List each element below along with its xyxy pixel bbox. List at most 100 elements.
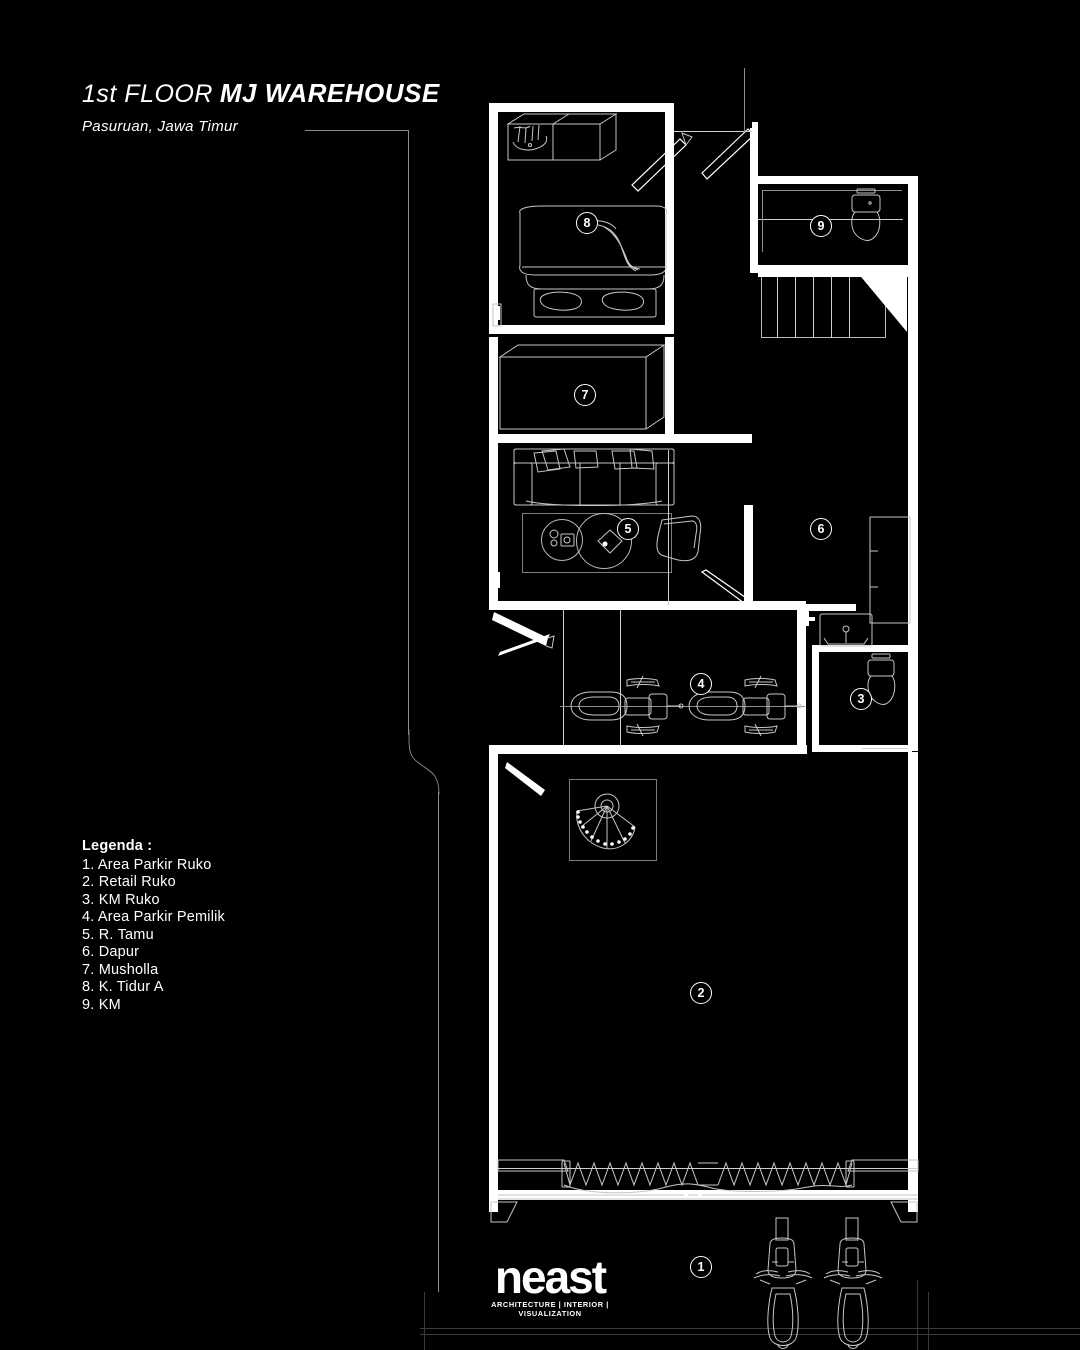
spiral-stair-box [569, 779, 657, 861]
wall-musholla-east-stub [674, 434, 752, 443]
wall-parking-south [489, 745, 807, 754]
wall-musholla-east [665, 337, 674, 435]
km9-side-line [762, 190, 763, 252]
marker-label-4: 4 [697, 677, 705, 691]
motorcycle-front-b [823, 1217, 883, 1349]
marker-label-7: 7 [581, 388, 589, 402]
site-boundary-left-vert [408, 130, 409, 735]
hall-line-vert [744, 68, 745, 132]
title-block: 1st FLOOR MJ WAREHOUSE Pasuruan, Jawa Ti… [82, 78, 440, 135]
door-track-parking [762, 604, 804, 607]
wall-east-outer [908, 176, 918, 751]
logo-tagline: ARCHITECTURE | INTERIOR | VISUALIZATION [491, 1300, 609, 1318]
legend-item-2: 2. Retail Ruko [82, 874, 176, 890]
legend-item-4: 4. Area Parkir Pemilik [82, 909, 225, 925]
wall-west-musholla [489, 337, 498, 609]
wall-bedroom-east-lower [665, 212, 674, 332]
room-marker-2: 2 [690, 982, 712, 1004]
motorcycle-parked-a [570, 675, 684, 737]
wall-living-east [744, 505, 753, 609]
door-bedroom-swing [631, 132, 693, 192]
kitchen-sink [819, 613, 873, 647]
legend-item-7: 7. Musholla [82, 961, 159, 978]
kitchen-cabinet-tall [869, 516, 911, 624]
marker-label-2: 2 [697, 986, 705, 1000]
site-line-bottom-a [420, 1328, 1080, 1329]
bed-king [519, 205, 668, 318]
wall-bedroom-south [489, 325, 674, 334]
wall-km9-north [750, 176, 910, 184]
parking-slot-line [563, 610, 564, 745]
kitchen-counter-edge [806, 604, 856, 611]
wall-west-bedroom [489, 103, 498, 325]
door-bifold-parking [492, 612, 555, 656]
site-boundary-left-vert-lower [438, 792, 439, 1292]
door-kitchen-parking [700, 569, 753, 607]
marker-label-8: 8 [583, 216, 591, 230]
wall-bedroom-east [665, 103, 674, 225]
room-marker-8: 8 [576, 212, 598, 234]
retail-corner-left [490, 1201, 518, 1223]
door-hall-swing [701, 128, 755, 180]
stair-tread-3 [813, 276, 814, 338]
room-marker-4: 4 [690, 673, 712, 695]
studio-logo: neast ARCHITECTURE | INTERIOR | VISUALIZ… [470, 1251, 630, 1318]
hall-line-top [674, 131, 752, 132]
site-line-bottom-b [420, 1334, 1080, 1335]
stair-tread-1 [777, 276, 778, 338]
marker-label-6: 6 [817, 522, 825, 536]
stair-landing-wedge [857, 272, 907, 332]
legend-item-8: 8. K. Tidur A [82, 979, 164, 995]
site-line-vert-right-b [928, 1292, 929, 1350]
km3-door-line [862, 748, 908, 749]
door-frame-bedroom-west [492, 306, 500, 320]
retail-threshold-line [498, 1168, 918, 1169]
marker-label-5: 5 [624, 522, 632, 536]
door-bedroom-west-leaf [492, 303, 502, 327]
toilet-km9 [851, 188, 881, 241]
legend-item-3: 3. KM Ruko [82, 891, 160, 908]
title-main: MJ WAREHOUSE [219, 78, 440, 108]
logo-wordmark: neast [494, 1251, 607, 1303]
wall-musholla-south [489, 434, 751, 443]
armchair-living [656, 515, 702, 562]
legend-heading: Legenda : [82, 838, 153, 854]
legend-item-1: 1. Area Parkir Ruko [82, 856, 212, 873]
subtitle-location: Pasuruan, Jawa Timur [82, 118, 238, 135]
wall-km3-west [812, 645, 819, 751]
site-boundary-top [305, 130, 409, 131]
title-prefix: 1st FLOOR [82, 80, 213, 108]
site-line-vert-right-a [917, 1280, 918, 1350]
stair-tread-4 [831, 276, 832, 338]
wall-km3-north [812, 645, 912, 652]
room-marker-1: 1 [690, 1256, 712, 1278]
wall-east-retail [908, 752, 918, 1212]
table-decor [597, 529, 623, 554]
coffee-table-small [541, 519, 583, 561]
wall-north-bedroom [489, 103, 674, 112]
site-boundary-curve [408, 729, 440, 795]
km9-ceiling-line [762, 190, 902, 191]
page-title: 1st FLOOR MJ WAREHOUSE [82, 78, 440, 109]
site-line-vert-left [424, 1292, 425, 1350]
parking-slot-line-2 [620, 610, 621, 745]
door-retail-side [505, 762, 545, 796]
wardrobe-bedroom [506, 113, 618, 161]
motorcycle-front-a [753, 1217, 813, 1349]
wall-km9-south [750, 265, 910, 273]
motorcycle-parked-b [688, 675, 802, 737]
musholla-volume [498, 344, 666, 430]
wall-parking-east [797, 601, 806, 753]
folding-door-retail [497, 1159, 919, 1200]
legend-item-6: 6. Dapur [82, 944, 140, 960]
retail-corner-right [890, 1201, 918, 1223]
table-decor-small [549, 529, 575, 547]
marker-label-1: 1 [697, 1260, 705, 1274]
legend-item-9: 9. KM [82, 996, 121, 1013]
room-marker-9: 9 [810, 215, 832, 237]
spiral-staircase [576, 793, 636, 850]
toilet-km3 [867, 653, 896, 705]
wall-parking-north [560, 601, 805, 610]
stair-tread-5 [849, 276, 850, 338]
legend-block: Legenda : 1. Area Parkir Ruko 2. Retail … [82, 838, 225, 1014]
